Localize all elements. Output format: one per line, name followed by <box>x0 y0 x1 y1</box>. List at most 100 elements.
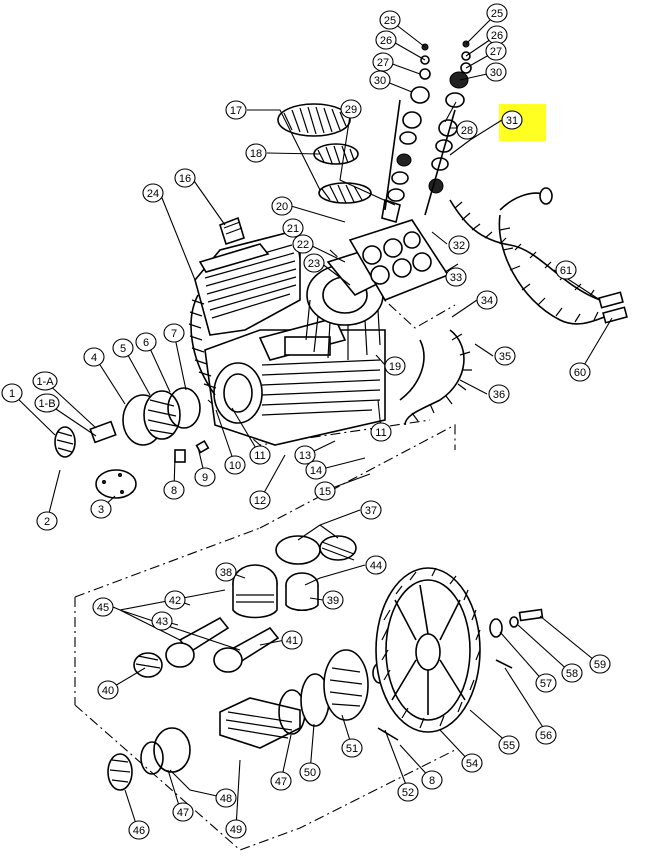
callout-11: 11 <box>249 445 271 465</box>
callout-48: 48 <box>215 788 237 808</box>
callout-6: 6 <box>135 332 157 352</box>
callout-18: 18 <box>245 143 267 163</box>
callout-circle <box>32 371 58 391</box>
callout-number: 44 <box>370 560 382 572</box>
callout-58: 58 <box>561 663 583 683</box>
callout-number: 58 <box>566 668 578 680</box>
callout-number: 48 <box>220 793 232 805</box>
callout-number: 26 <box>491 30 503 42</box>
callout-number: 11 <box>375 427 386 439</box>
callout-5: 5 <box>112 338 134 358</box>
callout-circle <box>215 788 237 808</box>
callout-circle <box>249 490 271 510</box>
callout-circle <box>360 500 382 520</box>
callout-circle <box>397 782 419 802</box>
callout-42: 42 <box>164 590 186 610</box>
callout-circle <box>225 819 247 839</box>
callout-number: 59 <box>594 659 606 671</box>
callout-number: 27 <box>377 57 389 69</box>
callout-21: 21 <box>282 218 304 238</box>
callout-circle <box>341 738 363 758</box>
callout-47: 47 <box>172 802 194 822</box>
callout-circle <box>384 356 406 376</box>
callout-34: 34 <box>476 290 498 310</box>
callout-circle <box>135 332 157 352</box>
callout-circle <box>476 290 498 310</box>
callout-35: 35 <box>494 346 516 366</box>
callout-circle <box>555 260 577 280</box>
callout-number: 14 <box>310 465 322 477</box>
callout-number: 21 <box>287 223 299 235</box>
callout-13: 13 <box>294 445 316 465</box>
callout-number: 46 <box>133 825 145 837</box>
callout-circle <box>1 383 23 403</box>
callout-number: 8 <box>429 775 435 787</box>
callout-number: 22 <box>297 239 309 251</box>
callout-1-b: 1-B <box>34 393 60 413</box>
callout-number: 33 <box>450 272 462 284</box>
callout-33: 33 <box>445 267 467 287</box>
callout-52: 52 <box>397 782 419 802</box>
callout-number: 24 <box>147 188 159 200</box>
callout-9: 9 <box>194 467 216 487</box>
callout-number: 9 <box>202 472 208 484</box>
callout-8: 8 <box>421 770 443 790</box>
callout-26: 26 <box>375 30 397 50</box>
callout-number: 50 <box>304 767 316 779</box>
callout-number: 17 <box>230 105 242 117</box>
callout-circle <box>142 183 164 203</box>
callout-number: 47 <box>275 776 287 788</box>
callout-30: 30 <box>369 70 391 90</box>
braided-hoses <box>188 187 628 426</box>
callout-circle <box>421 770 443 790</box>
callout-12: 12 <box>249 490 271 510</box>
callout-circle <box>561 663 583 683</box>
callout-circle <box>488 384 510 404</box>
callout-circle <box>569 362 591 382</box>
callout-1-a: 1-A <box>32 371 58 391</box>
callout-43: 43 <box>151 611 173 631</box>
callout-39: 39 <box>322 590 344 610</box>
callout-number: 30 <box>490 67 502 79</box>
callout-circle <box>112 338 134 358</box>
callout-number: 51 <box>346 743 358 755</box>
callout-41: 41 <box>281 630 303 650</box>
callout-56: 56 <box>535 725 557 745</box>
callout-38: 38 <box>215 562 237 582</box>
callout-number: 47 <box>177 807 189 819</box>
callout-circle <box>281 630 303 650</box>
callout-number: 15 <box>319 486 331 498</box>
callout-number: 18 <box>250 148 262 160</box>
callout-number: 57 <box>540 678 552 690</box>
callout-number: 43 <box>156 616 168 628</box>
callout-circle <box>174 168 196 188</box>
callout-61: 61 <box>555 260 577 280</box>
callout-number: 8 <box>171 485 177 497</box>
front-cover-assembly <box>54 387 210 499</box>
callout-49: 49 <box>225 819 247 839</box>
piston-crank-assembly <box>107 535 544 791</box>
callout-number: 1-B <box>38 398 55 410</box>
callout-number: 25 <box>384 15 396 27</box>
callout-31: 31 <box>501 110 523 130</box>
callout-number: 16 <box>179 173 191 185</box>
callout-circle <box>282 218 304 238</box>
callout-number: 38 <box>220 567 232 579</box>
callout-circle <box>535 673 557 693</box>
callout-number: 54 <box>466 758 478 770</box>
callout-number: 45 <box>97 602 109 614</box>
callout-number: 27 <box>490 46 502 58</box>
callout-11: 11 <box>370 422 392 442</box>
callout-circle <box>485 41 507 61</box>
callout-45: 45 <box>92 597 114 617</box>
callout-2: 2 <box>36 511 58 531</box>
callout-circle <box>83 347 105 367</box>
callout-circle <box>369 70 391 90</box>
callout-51: 51 <box>341 738 363 758</box>
callout-8: 8 <box>163 480 185 500</box>
callout-20: 20 <box>271 196 293 216</box>
callout-circle <box>92 597 114 617</box>
callout-number: 2 <box>44 516 50 528</box>
callout-circle <box>163 480 185 500</box>
